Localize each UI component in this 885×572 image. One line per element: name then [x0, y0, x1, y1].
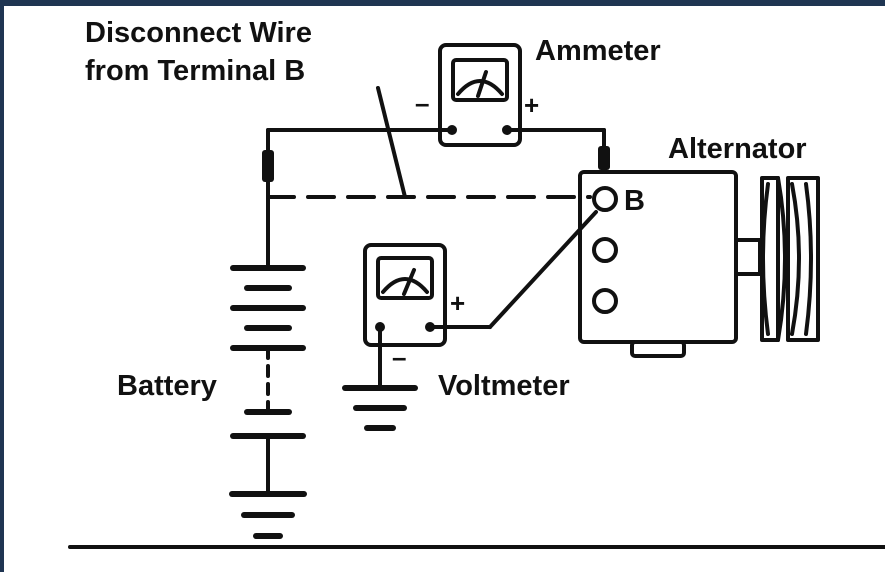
voltmeter-minus-sign: –: [392, 342, 406, 372]
alternator-pulley: [760, 176, 820, 342]
voltmeter-plus-sign: +: [450, 288, 465, 318]
battery-symbol: [230, 193, 306, 494]
alternator-terminal-2: [592, 237, 618, 263]
voltmeter-label: Voltmeter: [438, 370, 570, 402]
ammeter-circuit-wire: [262, 128, 610, 197]
voltmeter-meter: [363, 243, 447, 347]
left-frame-bar: [0, 0, 4, 572]
ammeter-plus-sign: +: [524, 90, 539, 120]
disconnect-label-line1: Disconnect Wire: [85, 17, 312, 49]
battery-label: Battery: [117, 370, 217, 402]
terminal-b-label: B: [624, 185, 645, 217]
ammeter-minus-sign: –: [415, 88, 429, 118]
top-frame-bar: [0, 0, 885, 6]
disconnect-label-line2: from Terminal B: [85, 55, 305, 87]
alternator-terminal-3: [592, 288, 618, 314]
alternator-body: [578, 170, 762, 358]
alternator-label: Alternator: [668, 133, 807, 165]
voltmeter-ground-symbol: [342, 325, 418, 431]
ammeter-label: Ammeter: [535, 35, 661, 67]
ammeter-meter: [438, 43, 522, 147]
terminal-b: [592, 186, 618, 212]
disconnect-leader-line: [376, 86, 407, 199]
battery-ground-symbol: [229, 491, 307, 539]
